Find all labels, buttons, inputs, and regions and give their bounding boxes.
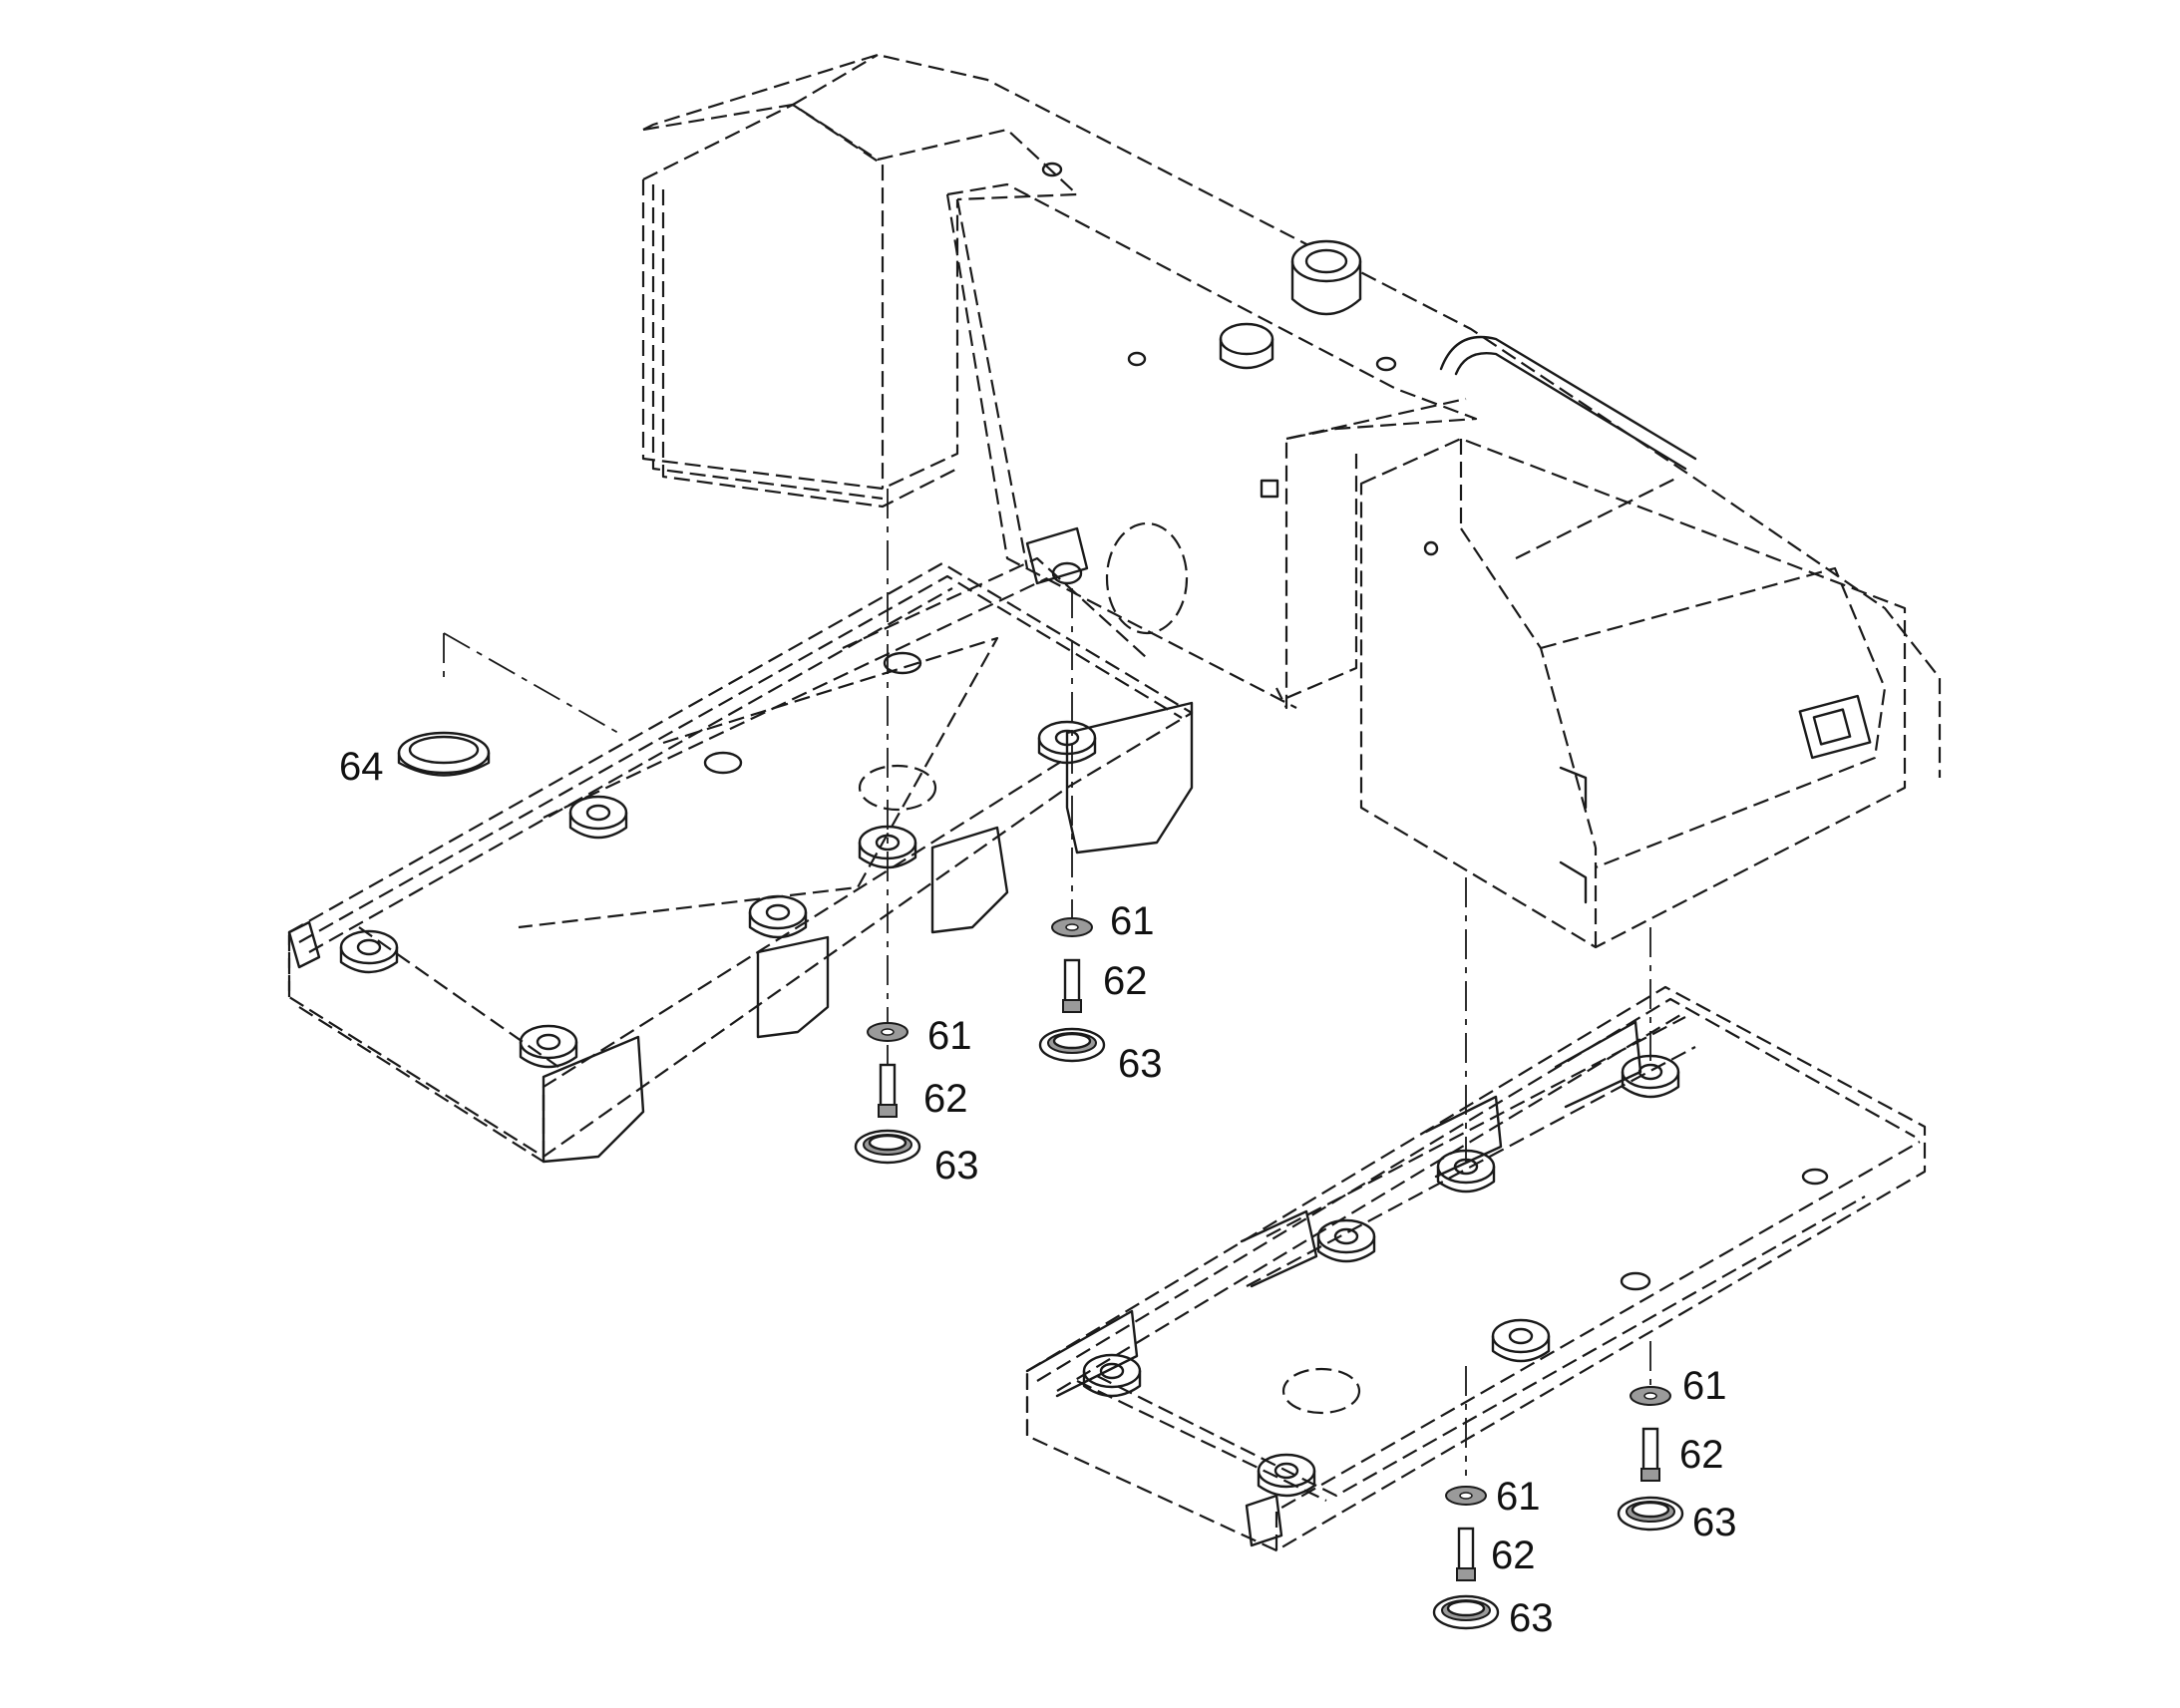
fuel-tank-assembly: [641, 53, 1942, 949]
grommet-64: [397, 731, 491, 777]
label-63-a: 63: [934, 1144, 979, 1188]
left-frame-mounts: [339, 651, 1097, 1069]
hardware-stack-left-b: [1038, 917, 1106, 1063]
hardware-stack-right-a: [1432, 1486, 1500, 1630]
right-frame-rail: [1025, 985, 1927, 1552]
label-63-b: 63: [1118, 1042, 1163, 1086]
left-frame-rail: [287, 556, 1194, 1164]
hardware-stack-left-a: [854, 1022, 921, 1165]
right-frame-mounts: [1082, 1054, 1829, 1498]
label-61-a: 61: [927, 1014, 972, 1058]
label-63-c: 63: [1509, 1596, 1554, 1640]
hardware-stack-right-b: [1617, 1386, 1684, 1532]
label-61-d: 61: [1682, 1364, 1727, 1408]
fuel-cap-icon: [1290, 239, 1362, 283]
label-62-c: 62: [1491, 1534, 1536, 1577]
label-62-a: 62: [923, 1077, 968, 1121]
label-62-b: 62: [1103, 959, 1148, 1003]
label-62-d: 62: [1679, 1433, 1724, 1477]
assembly-centerlines: [443, 489, 1651, 1476]
label-64: 64: [339, 745, 384, 789]
callout-labels: 64 61 62 63 61 62 63 61 62 63 61 62 63: [339, 745, 1737, 1640]
label-63-d: 63: [1692, 1501, 1737, 1544]
label-61-b: 61: [1110, 899, 1155, 943]
label-61-c: 61: [1496, 1475, 1541, 1519]
